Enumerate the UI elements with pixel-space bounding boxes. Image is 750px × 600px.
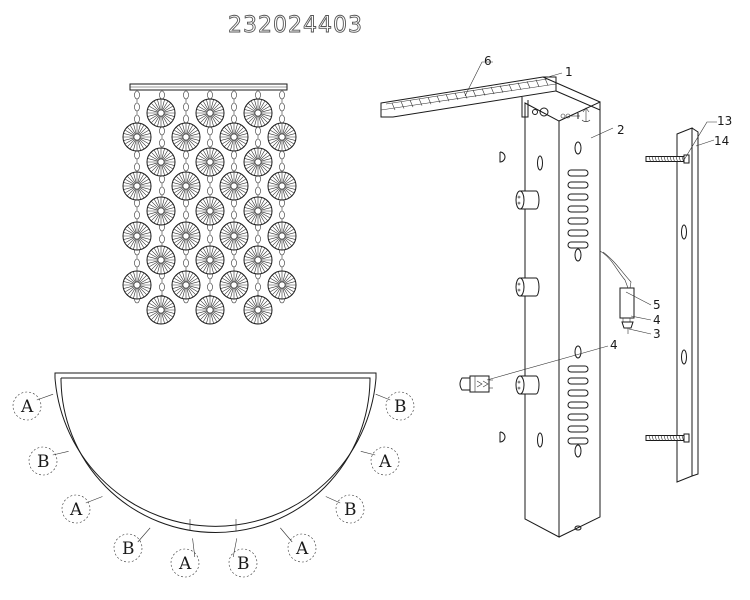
side-rail-face xyxy=(676,127,693,483)
plan-label: A xyxy=(378,452,392,472)
back-plate-front-face xyxy=(558,101,601,538)
callout-5: 5 xyxy=(653,298,661,312)
plan-label: A xyxy=(69,500,83,520)
callout-13: 13 xyxy=(717,114,732,128)
callout-4-bulb: 4 xyxy=(610,338,618,352)
crystal-disc xyxy=(195,295,225,325)
callout-1: 1 xyxy=(565,65,573,79)
crystal-disc xyxy=(146,295,176,325)
plan-marker: B xyxy=(228,538,258,578)
plan-marker: B xyxy=(28,446,69,476)
side-rail-edge xyxy=(691,127,699,477)
screw-icon xyxy=(645,433,690,443)
plan-marker: B xyxy=(113,527,151,563)
half-round-plan-view: A B B A A B B A A B xyxy=(12,372,415,578)
crystal-disc xyxy=(219,221,249,251)
crystal-disc xyxy=(171,122,201,152)
callout-2: 2 xyxy=(617,123,625,137)
crystal-disc xyxy=(171,270,201,300)
plan-marker: A xyxy=(12,391,54,421)
mounting-screw-side xyxy=(560,107,591,122)
canopy-bracket xyxy=(380,76,601,122)
crystal-disc xyxy=(195,98,225,128)
g9-bulb-icon xyxy=(459,375,493,393)
crystal-disc xyxy=(267,221,297,251)
crystal-disc xyxy=(267,270,297,300)
plan-label: B xyxy=(122,539,135,559)
part-callouts: 6 1 2 13 14 5 4 3 4 xyxy=(484,54,732,352)
lamp-holder xyxy=(515,190,540,210)
crystal-disc xyxy=(243,245,273,275)
crystal-disc xyxy=(146,196,176,226)
crystal-disc xyxy=(146,245,176,275)
drawing-code: 232024403 xyxy=(228,13,363,38)
plan-marker: A xyxy=(61,494,103,524)
plan-marker: A xyxy=(280,527,317,563)
plan-marker: A xyxy=(360,446,400,476)
crystal-disc xyxy=(243,295,273,325)
crystal-disc xyxy=(267,122,297,152)
plan-label: A xyxy=(295,539,309,559)
crystal-disc xyxy=(219,270,249,300)
plan-inner-outline xyxy=(60,377,371,533)
crystal-disc xyxy=(122,122,152,152)
plan-label: A xyxy=(20,397,34,417)
plan-marker: A xyxy=(170,538,200,578)
plan-marker: B xyxy=(375,391,415,421)
crystal-disc xyxy=(267,171,297,201)
crystal-disc xyxy=(171,171,201,201)
terminal-block xyxy=(599,250,635,334)
back-plate xyxy=(499,101,601,538)
plan-label: A xyxy=(178,554,192,574)
leader-lines xyxy=(464,61,717,381)
crystal-disc xyxy=(243,147,273,177)
crystal-disc xyxy=(219,122,249,152)
crystal-disc xyxy=(146,147,176,177)
crystal-disc xyxy=(195,147,225,177)
plan-marker: B xyxy=(325,494,365,524)
plan-label: B xyxy=(344,500,357,520)
plan-label: B xyxy=(394,397,407,417)
screw-icon xyxy=(645,154,690,164)
terminal-connector xyxy=(619,287,635,319)
crystal-disc-curtain-icon xyxy=(122,90,297,325)
crystal-disc xyxy=(122,221,152,251)
plan-outer-outline xyxy=(54,372,377,527)
crystal-disc xyxy=(171,221,201,251)
callout-4-top: 4 xyxy=(653,313,661,327)
crystal-disc xyxy=(195,196,225,226)
callout-6: 6 xyxy=(484,54,492,68)
crystal-disc xyxy=(146,98,176,128)
crystal-disc xyxy=(122,171,152,201)
crystal-disc xyxy=(243,98,273,128)
lamp-holder xyxy=(515,277,540,297)
side-rail xyxy=(676,127,699,483)
lamp-holder xyxy=(515,375,540,395)
crystal-disc xyxy=(195,245,225,275)
callout-3: 3 xyxy=(653,327,661,341)
plan-label: B xyxy=(237,554,250,574)
crystal-disc xyxy=(122,270,152,300)
crystal-disc xyxy=(243,196,273,226)
callout-14: 14 xyxy=(714,134,729,148)
crystal-disc xyxy=(219,171,249,201)
plan-label: B xyxy=(37,452,50,472)
plan-callouts: A B B A A B B A A B xyxy=(12,391,415,578)
crystal-curtain-front-view xyxy=(122,83,297,325)
